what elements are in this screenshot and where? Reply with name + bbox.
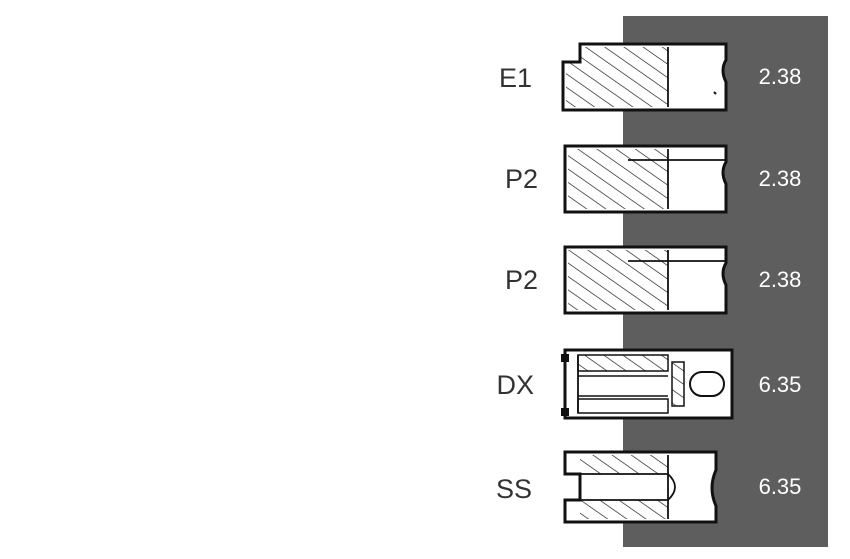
ring-profile <box>563 245 728 315</box>
ring-code-label: E1 <box>499 63 532 93</box>
ring-row: E1 2.38 <box>499 42 802 112</box>
ring-profile <box>563 450 718 524</box>
ring-code-label: SS <box>496 474 532 504</box>
ring-code-label: P2 <box>505 164 538 194</box>
ring-profile <box>561 348 734 420</box>
ring-code-label: P2 <box>505 265 538 295</box>
ring-profile <box>563 144 728 214</box>
ring-dimension-value: 2.38 <box>759 64 802 89</box>
ring-code-label: DX <box>496 370 534 400</box>
ring-row: P2 2.38 <box>505 245 802 315</box>
ring-row: P2 2.38 <box>505 144 802 214</box>
ring-dimension-value: 2.38 <box>759 166 802 191</box>
ring-row: DX 6.35 <box>496 348 802 420</box>
ring-dimension-value: 6.35 <box>759 372 802 397</box>
ring-profile <box>561 42 728 112</box>
ring-dimension-value: 6.35 <box>759 474 802 499</box>
ring-dimension-value: 2.38 <box>759 267 802 292</box>
ring-row: SS 6.35 <box>496 450 802 524</box>
